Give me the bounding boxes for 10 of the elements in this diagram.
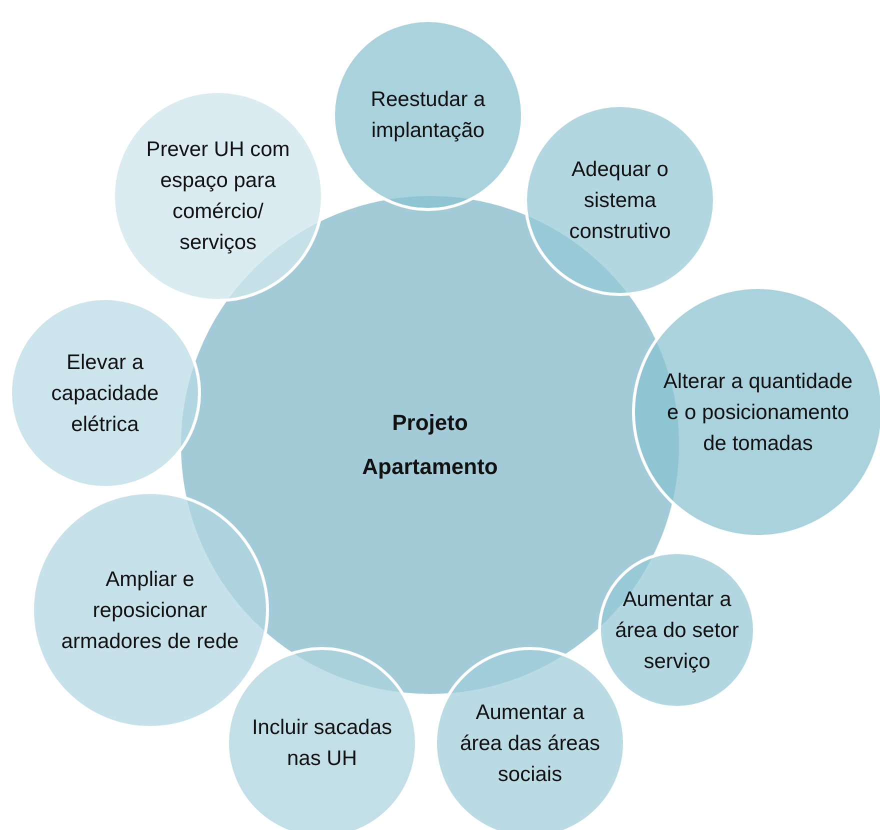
topic-label: Aumentar a área das áreas sociais <box>458 700 602 788</box>
topic-label: Ampliar e reposicionar armadores de rede <box>60 566 240 654</box>
central-title: Projeto Apartamento <box>361 409 499 481</box>
topic-label: Reestudar a implantação <box>370 87 486 144</box>
topic-label: Adequar o sistema construtivo <box>568 156 672 244</box>
topic-label: Prever UH com espaço para comércio/ serviços <box>145 137 291 256</box>
topic-label: Incluir sacadas nas UH <box>250 715 394 772</box>
topic-label: Alterar a quantidade e o posicionamento de tomadas <box>662 368 854 456</box>
topic-label: Aumentar a área do setor serviço <box>614 586 740 674</box>
topic-label: Elevar a capacidade elétrica <box>50 350 160 438</box>
